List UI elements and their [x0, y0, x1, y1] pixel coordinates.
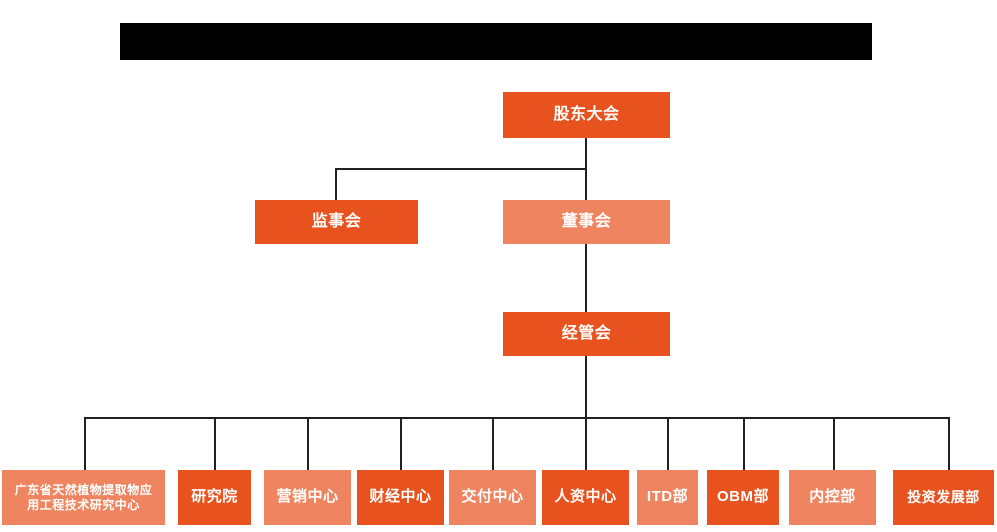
connector-drop-internal-control-dept [833, 417, 835, 470]
connector-drop-research-institute [214, 417, 216, 470]
node-internal-control-dept[interactable]: 内控部 [789, 470, 876, 525]
connector-drop-finance-center [400, 417, 402, 470]
node-delivery-center[interactable]: 交付中心 [449, 470, 536, 525]
connector-drop-hr-center [585, 417, 587, 470]
connector-drop-research-center [84, 417, 86, 470]
redacted-title-bar [120, 23, 872, 60]
node-label: 监事会 [311, 213, 362, 230]
node-board-of-supervisors[interactable]: 监事会 [255, 200, 418, 244]
node-research-center[interactable]: 广东省天然植物提取物应 用工程技术研究中心 [2, 470, 165, 525]
node-label: 董事会 [561, 213, 612, 230]
connector-drop-marketing-center [307, 417, 309, 470]
connector-drop-obm-dept [743, 417, 745, 470]
node-label: 内控部 [809, 488, 856, 506]
node-label: 交付中心 [461, 488, 524, 506]
node-investment-development-dept[interactable]: 投资发展部 [893, 470, 994, 525]
connector-departments-bus [84, 417, 948, 419]
node-label: 经管会 [561, 325, 612, 342]
connector-shareholders-stem [585, 138, 587, 168]
node-label: 广东省天然植物提取物应 用工程技术研究中心 [14, 482, 153, 512]
connector-directors-to-management [585, 244, 587, 312]
node-label: 人资中心 [554, 488, 617, 506]
node-marketing-center[interactable]: 营销中心 [264, 470, 351, 525]
connector-drop-itd-dept [667, 417, 669, 470]
connector-drop-supervisors [335, 168, 337, 200]
connector-management-stem [585, 356, 587, 417]
node-obm-dept[interactable]: OBM部 [707, 470, 779, 525]
node-shareholders-meeting[interactable]: 股东大会 [503, 92, 670, 138]
connector-drop-investment-development-dept [948, 417, 950, 470]
node-label: 财经中心 [369, 488, 432, 506]
node-label: OBM部 [717, 488, 769, 506]
connector-drop-directors [585, 168, 587, 200]
node-finance-center[interactable]: 财经中心 [357, 470, 444, 525]
node-label: 投资发展部 [907, 488, 980, 505]
node-label: 股东大会 [553, 106, 620, 123]
node-management-committee[interactable]: 经管会 [503, 312, 670, 356]
connector-drop-delivery-center [492, 417, 494, 470]
node-itd-dept[interactable]: ITD部 [637, 470, 698, 525]
node-hr-center[interactable]: 人资中心 [542, 470, 629, 525]
node-label: 营销中心 [276, 488, 339, 506]
node-research-institute[interactable]: 研究院 [178, 470, 251, 525]
connector-level1-bus [335, 168, 587, 170]
node-label: 研究院 [191, 488, 238, 506]
node-label: ITD部 [646, 488, 689, 506]
node-board-of-directors[interactable]: 董事会 [503, 200, 670, 244]
